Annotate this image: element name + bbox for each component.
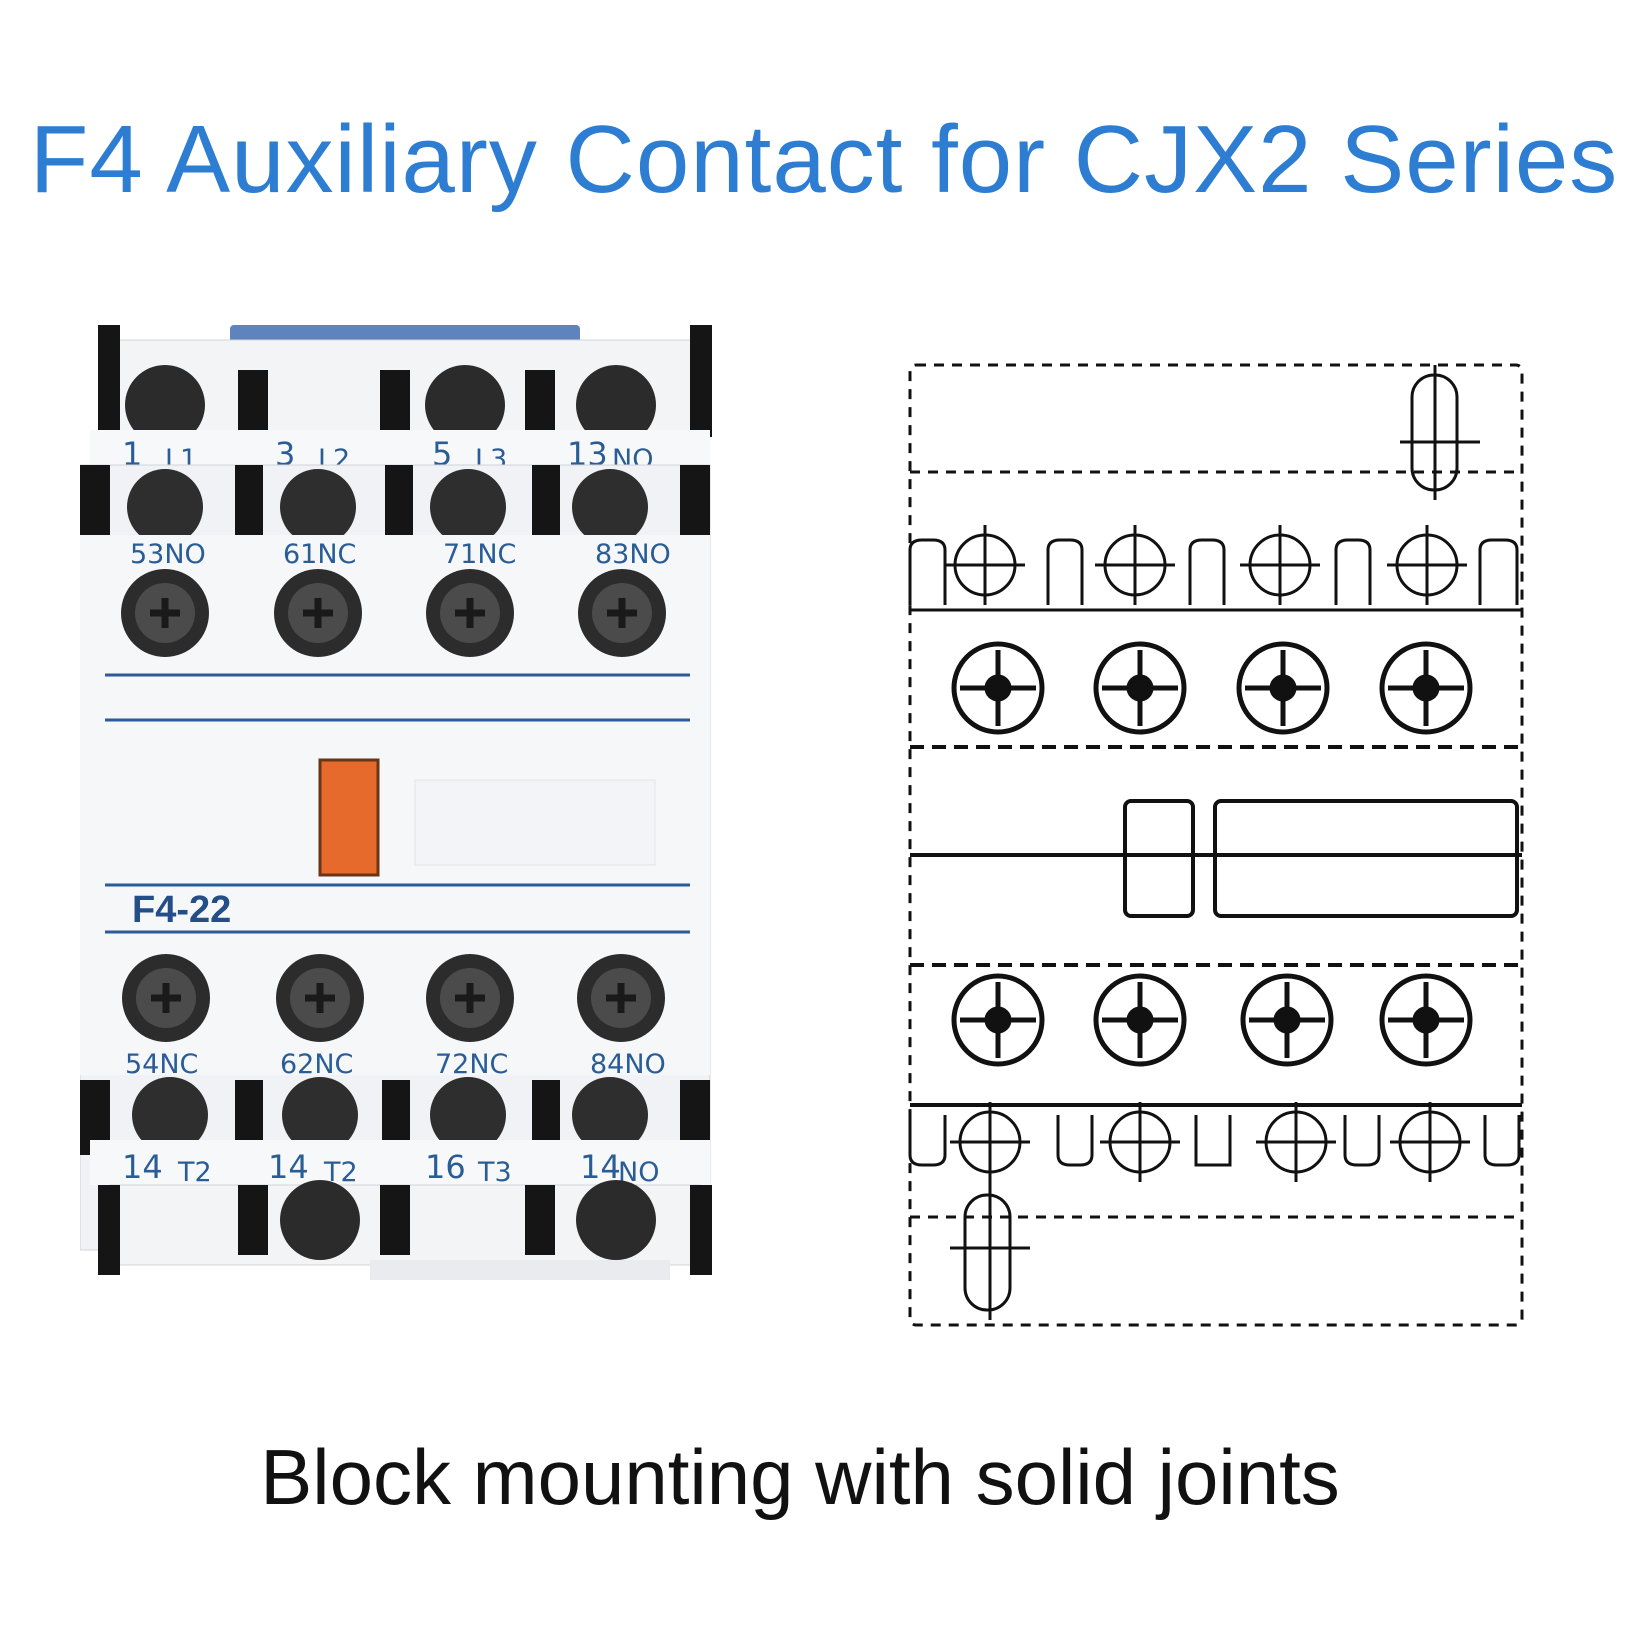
terminal-name-t3: T3 [477, 1157, 512, 1188]
top-slot-symbol [1400, 365, 1480, 500]
aux-label-72nc: 72NC [435, 1049, 508, 1080]
top-screw-row [125, 365, 656, 445]
aux-label-84no: 84NO [590, 1049, 666, 1080]
terminal-num-14-c: 14 [580, 1148, 621, 1186]
page-title: F4 Auxiliary Contact for CJX2 Series [29, 106, 1619, 213]
dashed-outline [908, 363, 1524, 1327]
model-label: F4-22 [132, 889, 231, 931]
aux-label-53no: 53NO [130, 539, 206, 570]
lower-terminal-row [908, 1102, 1521, 1182]
aux-label-62nc: 62NC [280, 1049, 353, 1080]
aux-label-61nc: 61NC [283, 539, 356, 570]
upper-aux-screw-symbols [951, 641, 1473, 735]
aux-label-71nc: 71NC [443, 539, 516, 570]
terminal-num-14-a: 14 [122, 1148, 163, 1186]
lower-aux-screw-symbols [951, 973, 1473, 1067]
terminal-num-14-b: 14 [268, 1148, 309, 1186]
upper-terminal-row [908, 525, 1519, 605]
mounting-diagram [908, 363, 1524, 1327]
aux-label-83no: 83NO [595, 539, 671, 570]
indicator-window [318, 758, 380, 877]
terminal-num-5: 5 [432, 435, 452, 473]
aux-bottom-screws [122, 954, 665, 1042]
aux-label-54nc: 54NC [125, 1049, 198, 1080]
terminal-num-3: 3 [275, 435, 295, 473]
caption: Block mounting with solid joints [260, 1433, 1340, 1521]
terminal-num-16: 16 [425, 1148, 466, 1186]
bottom-slot-symbol [950, 1180, 1030, 1320]
terminal-num-1: 1 [122, 435, 142, 473]
aux-top-screws [121, 569, 666, 657]
middle-indicator-symbol [910, 799, 1522, 918]
product-photo: 1 L1 3 L2 5 L3 13 NO 53NO 61NC 71NC 83NO… [80, 325, 712, 1280]
terminal-name-t2-a: T2 [177, 1157, 212, 1188]
